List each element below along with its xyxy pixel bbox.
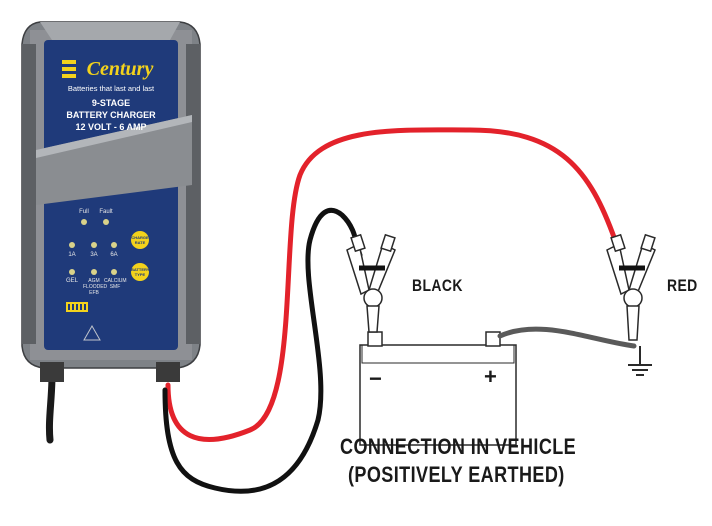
black-clamp-label: BLACK: [412, 276, 463, 295]
charger-tagline: Batteries that last and last: [67, 84, 155, 93]
negative-terminal-sign: −: [369, 366, 383, 391]
rate-6a-label: 6A: [110, 252, 118, 258]
charger-brand-logo: Century: [86, 58, 154, 80]
caption-line-1: CONNECTION IN VEHICLE: [340, 434, 577, 459]
red-clamp: [606, 233, 656, 341]
charger-stage-label: 9-STAGE: [91, 98, 131, 108]
red-wire: [165, 127, 618, 442]
charger-type-label: BATTERY CHARGER: [66, 110, 156, 120]
earth-ground-icon: [628, 346, 652, 376]
positive-terminal-sign: +: [484, 364, 498, 389]
charger-rating-label: 12 VOLT - 6 AMP: [75, 122, 147, 132]
rate-3a-label: 3A: [90, 252, 98, 258]
rate-1a-label: 1A: [68, 252, 76, 258]
type-agm-label: AGM FLOODED EFB: [83, 278, 108, 296]
charge-rate-badge: CHARGE RATE: [131, 235, 149, 245]
power-cord: [45, 371, 56, 444]
led-fault-label: Fault: [99, 209, 113, 215]
type-calcium-label: CALCIUM SMF: [104, 278, 127, 290]
red-clamp-label: RED: [667, 276, 698, 295]
type-gel-label: GEL: [65, 278, 78, 284]
battery-charger: [21, 21, 201, 382]
black-clamp: [346, 233, 396, 333]
battery-type-badge: BATTERY TYPE: [131, 267, 150, 277]
led-full-label: Full: [79, 209, 89, 215]
black-wire: [162, 207, 363, 494]
vehicle-battery: [359, 331, 517, 446]
caption-line-2: (POSITIVELY EARTHED): [348, 462, 565, 487]
earth-strap: [497, 326, 637, 349]
